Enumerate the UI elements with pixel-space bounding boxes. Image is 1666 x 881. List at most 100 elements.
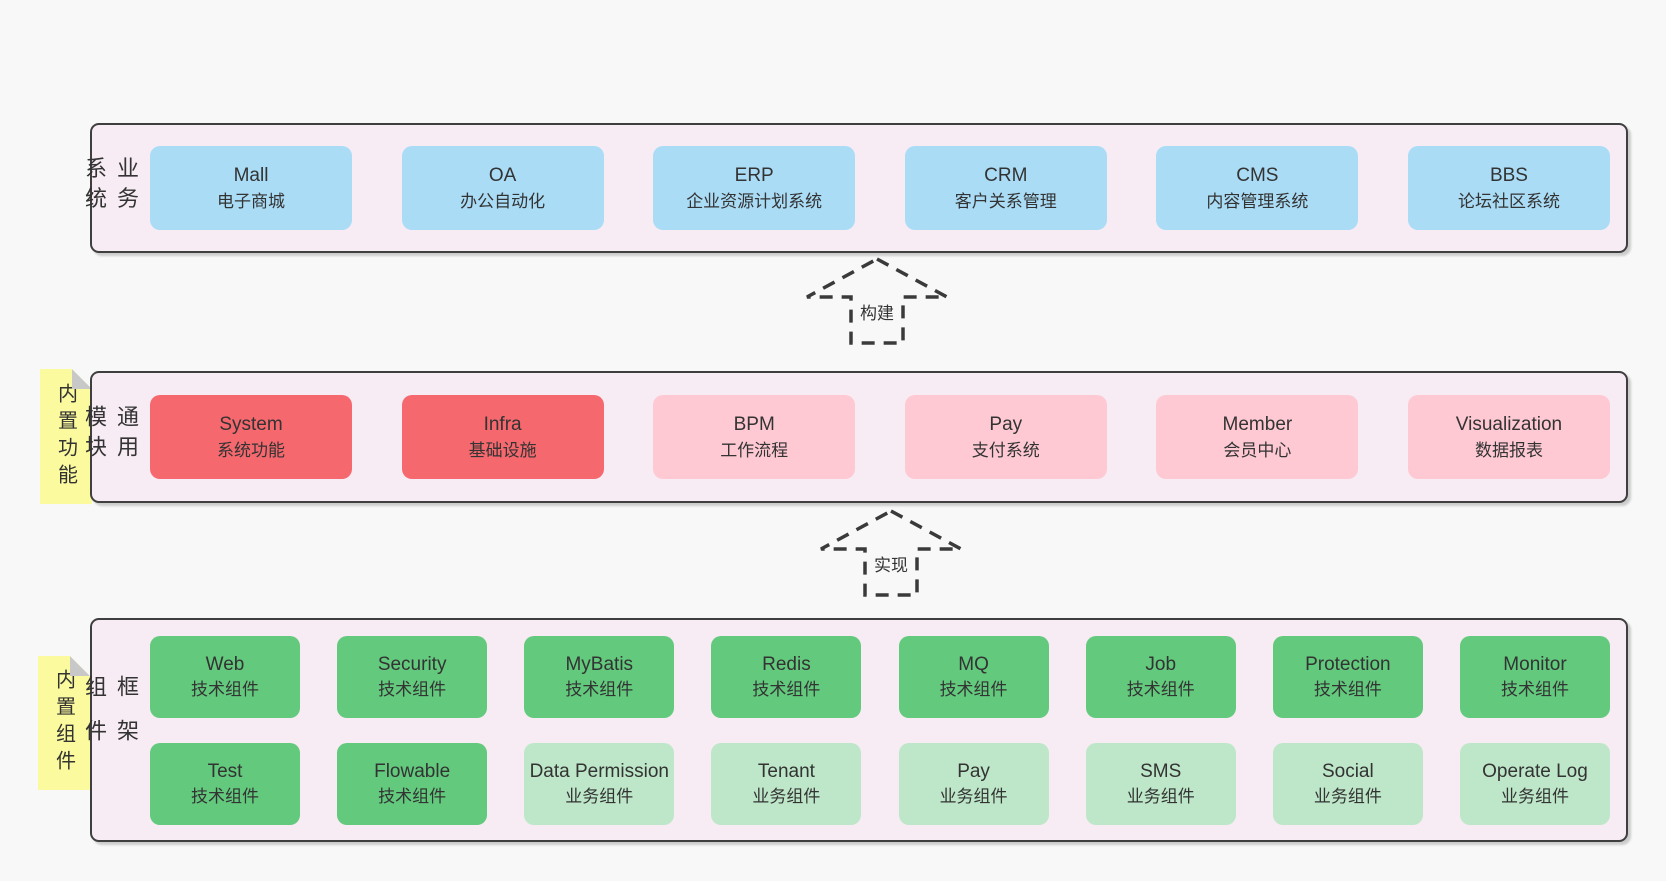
box-protection: Protection 技术组件 (1272, 635, 1423, 718)
box-subtitle: 技术组件 (378, 787, 447, 807)
box-subtitle: 办公自动化 (460, 191, 546, 211)
box-title: Protection (1305, 653, 1391, 675)
box-title: SMS (1140, 760, 1182, 782)
box-test: Test 技术组件 (150, 742, 300, 825)
box-security: Security 技术组件 (337, 635, 488, 718)
box-title: ERP (734, 165, 774, 186)
box-title: Data Permission (529, 760, 669, 782)
box-subtitle: 内容管理系统 (1206, 191, 1309, 211)
box-subtitle: 论坛社区系统 (1457, 191, 1560, 211)
box-title: BBS (1489, 165, 1528, 186)
box-subtitle: 系统功能 (217, 440, 285, 460)
business-systems-layer: 业务系统 Mall 电子商城 OA 办公自动化 ERP 企业资源计划系统 CRM… (82, 123, 1628, 253)
box-erp: ERP 企业资源计划系统 (653, 146, 856, 230)
box-title: CRM (984, 165, 1028, 186)
box-visualization: Visualization 数据报表 (1407, 395, 1610, 479)
box-cms: CMS 内容管理系统 (1156, 146, 1359, 230)
box-subtitle: 业务组件 (565, 787, 634, 807)
box-sms: SMS 业务组件 (1085, 742, 1236, 825)
sticky-note-label: 内置组件 (52, 669, 75, 777)
box-title: Infra (483, 414, 522, 435)
box-title: OA (488, 165, 517, 186)
box-title: Social (1321, 760, 1374, 782)
box-mybatis: MyBatis 技术组件 (524, 635, 675, 718)
box-title: Job (1145, 653, 1177, 675)
box-subtitle: 技术组件 (1126, 680, 1195, 700)
box-title: CMS (1236, 165, 1279, 186)
box-title: Pay (957, 760, 990, 782)
box-crm: CRM 客户关系管理 (904, 146, 1107, 230)
box-job: Job 技术组件 (1085, 635, 1236, 718)
box-member: Member 会员中心 (1156, 395, 1359, 479)
framework-components-row-2: Test 技术组件 Flowable 技术组件 Data Permission … (150, 742, 1610, 825)
box-title: Monitor (1503, 653, 1567, 675)
box-pay-biz: Pay 业务组件 (898, 742, 1049, 825)
sticky-note-label: 内置功能 (54, 382, 77, 491)
build-arrow-label: 构建 (860, 304, 894, 323)
box-title: Web (205, 653, 245, 675)
framework-components-layer: 框架组件 Web 技术组件 Security 技术组件 MyBatis 技术组件… (82, 618, 1628, 842)
box-social: Social 业务组件 (1272, 742, 1423, 825)
box-subtitle: 技术组件 (1313, 680, 1382, 700)
box-subtitle: 技术组件 (1500, 680, 1569, 700)
box-subtitle: 技术组件 (752, 680, 821, 700)
box-mq: MQ 技术组件 (898, 635, 1049, 718)
box-mall: Mall 电子商城 (150, 146, 352, 230)
box-subtitle: 基础设施 (468, 440, 537, 460)
box-tenant: Tenant 业务组件 (711, 742, 862, 825)
box-operate-log: Operate Log 业务组件 (1459, 742, 1610, 825)
box-title: Member (1222, 414, 1293, 435)
box-subtitle: 技术组件 (378, 680, 447, 700)
box-title: Tenant (757, 760, 815, 782)
box-bbs: BBS 论坛社区系统 (1407, 146, 1610, 230)
box-data-permission: Data Permission 业务组件 (524, 742, 675, 825)
box-subtitle: 技术组件 (191, 787, 259, 807)
box-subtitle: 工作流程 (720, 440, 789, 460)
box-subtitle: 会员中心 (1223, 440, 1292, 460)
box-title: Test (207, 760, 243, 782)
box-subtitle: 客户关系管理 (954, 191, 1057, 211)
box-redis: Redis 技术组件 (711, 635, 862, 718)
business-systems-row: Mall 电子商城 OA 办公自动化 ERP 企业资源计划系统 CRM 客户关系… (150, 125, 1610, 251)
business-systems-layer-label: 业务系统 (82, 156, 139, 217)
box-subtitle: 业务组件 (752, 787, 821, 807)
box-title: MyBatis (565, 653, 634, 675)
box-web: Web 技术组件 (150, 635, 300, 718)
box-subtitle: 技术组件 (191, 680, 259, 700)
box-title: Operate Log (1482, 760, 1588, 782)
box-title: Security (377, 653, 447, 675)
common-modules-layer-label: 通用模块 (82, 405, 139, 465)
box-subtitle: 支付系统 (971, 440, 1040, 460)
box-flowable: Flowable 技术组件 (337, 742, 488, 825)
framework-components-grid: Web 技术组件 Security 技术组件 MyBatis 技术组件 Redi… (150, 620, 1610, 840)
box-infra: Infra 基础设施 (401, 395, 604, 479)
sticky-note-builtin-features: 内置功能 (40, 369, 92, 504)
box-title: Mall (233, 165, 269, 186)
box-monitor: Monitor 技术组件 (1459, 635, 1610, 718)
box-subtitle: 电子商城 (217, 191, 285, 211)
box-title: Redis (762, 653, 811, 675)
box-subtitle: 业务组件 (939, 787, 1008, 807)
framework-components-layer-label: 框架组件 (82, 675, 139, 763)
framework-components-row-1: Web 技术组件 Security 技术组件 MyBatis 技术组件 Redi… (150, 635, 1610, 718)
box-subtitle: 企业资源计划系统 (686, 191, 823, 211)
implement-arrow-label: 实现 (874, 556, 908, 575)
box-title: Pay (989, 414, 1023, 435)
build-arrow: 构建 (802, 256, 952, 346)
box-subtitle: 数据报表 (1474, 440, 1543, 460)
box-subtitle: 技术组件 (565, 680, 634, 700)
box-title: MQ (958, 653, 989, 675)
box-oa: OA 办公自动化 (401, 146, 604, 230)
box-system: System 系统功能 (150, 395, 352, 479)
implement-arrow: 实现 (816, 508, 966, 598)
box-subtitle: 业务组件 (1313, 787, 1382, 807)
common-modules-row: System 系统功能 Infra 基础设施 BPM 工作流程 Pay 支付系统… (150, 373, 1610, 501)
box-title: Flowable (374, 760, 451, 782)
box-title: System (219, 414, 283, 435)
box-bpm: BPM 工作流程 (653, 395, 856, 479)
common-modules-layer: 通用模块 System 系统功能 Infra 基础设施 BPM 工作流程 Pay… (82, 371, 1628, 503)
box-title: Visualization (1455, 414, 1563, 435)
box-pay: Pay 支付系统 (904, 395, 1107, 479)
box-title: BPM (733, 414, 775, 435)
box-subtitle: 技术组件 (939, 680, 1008, 700)
